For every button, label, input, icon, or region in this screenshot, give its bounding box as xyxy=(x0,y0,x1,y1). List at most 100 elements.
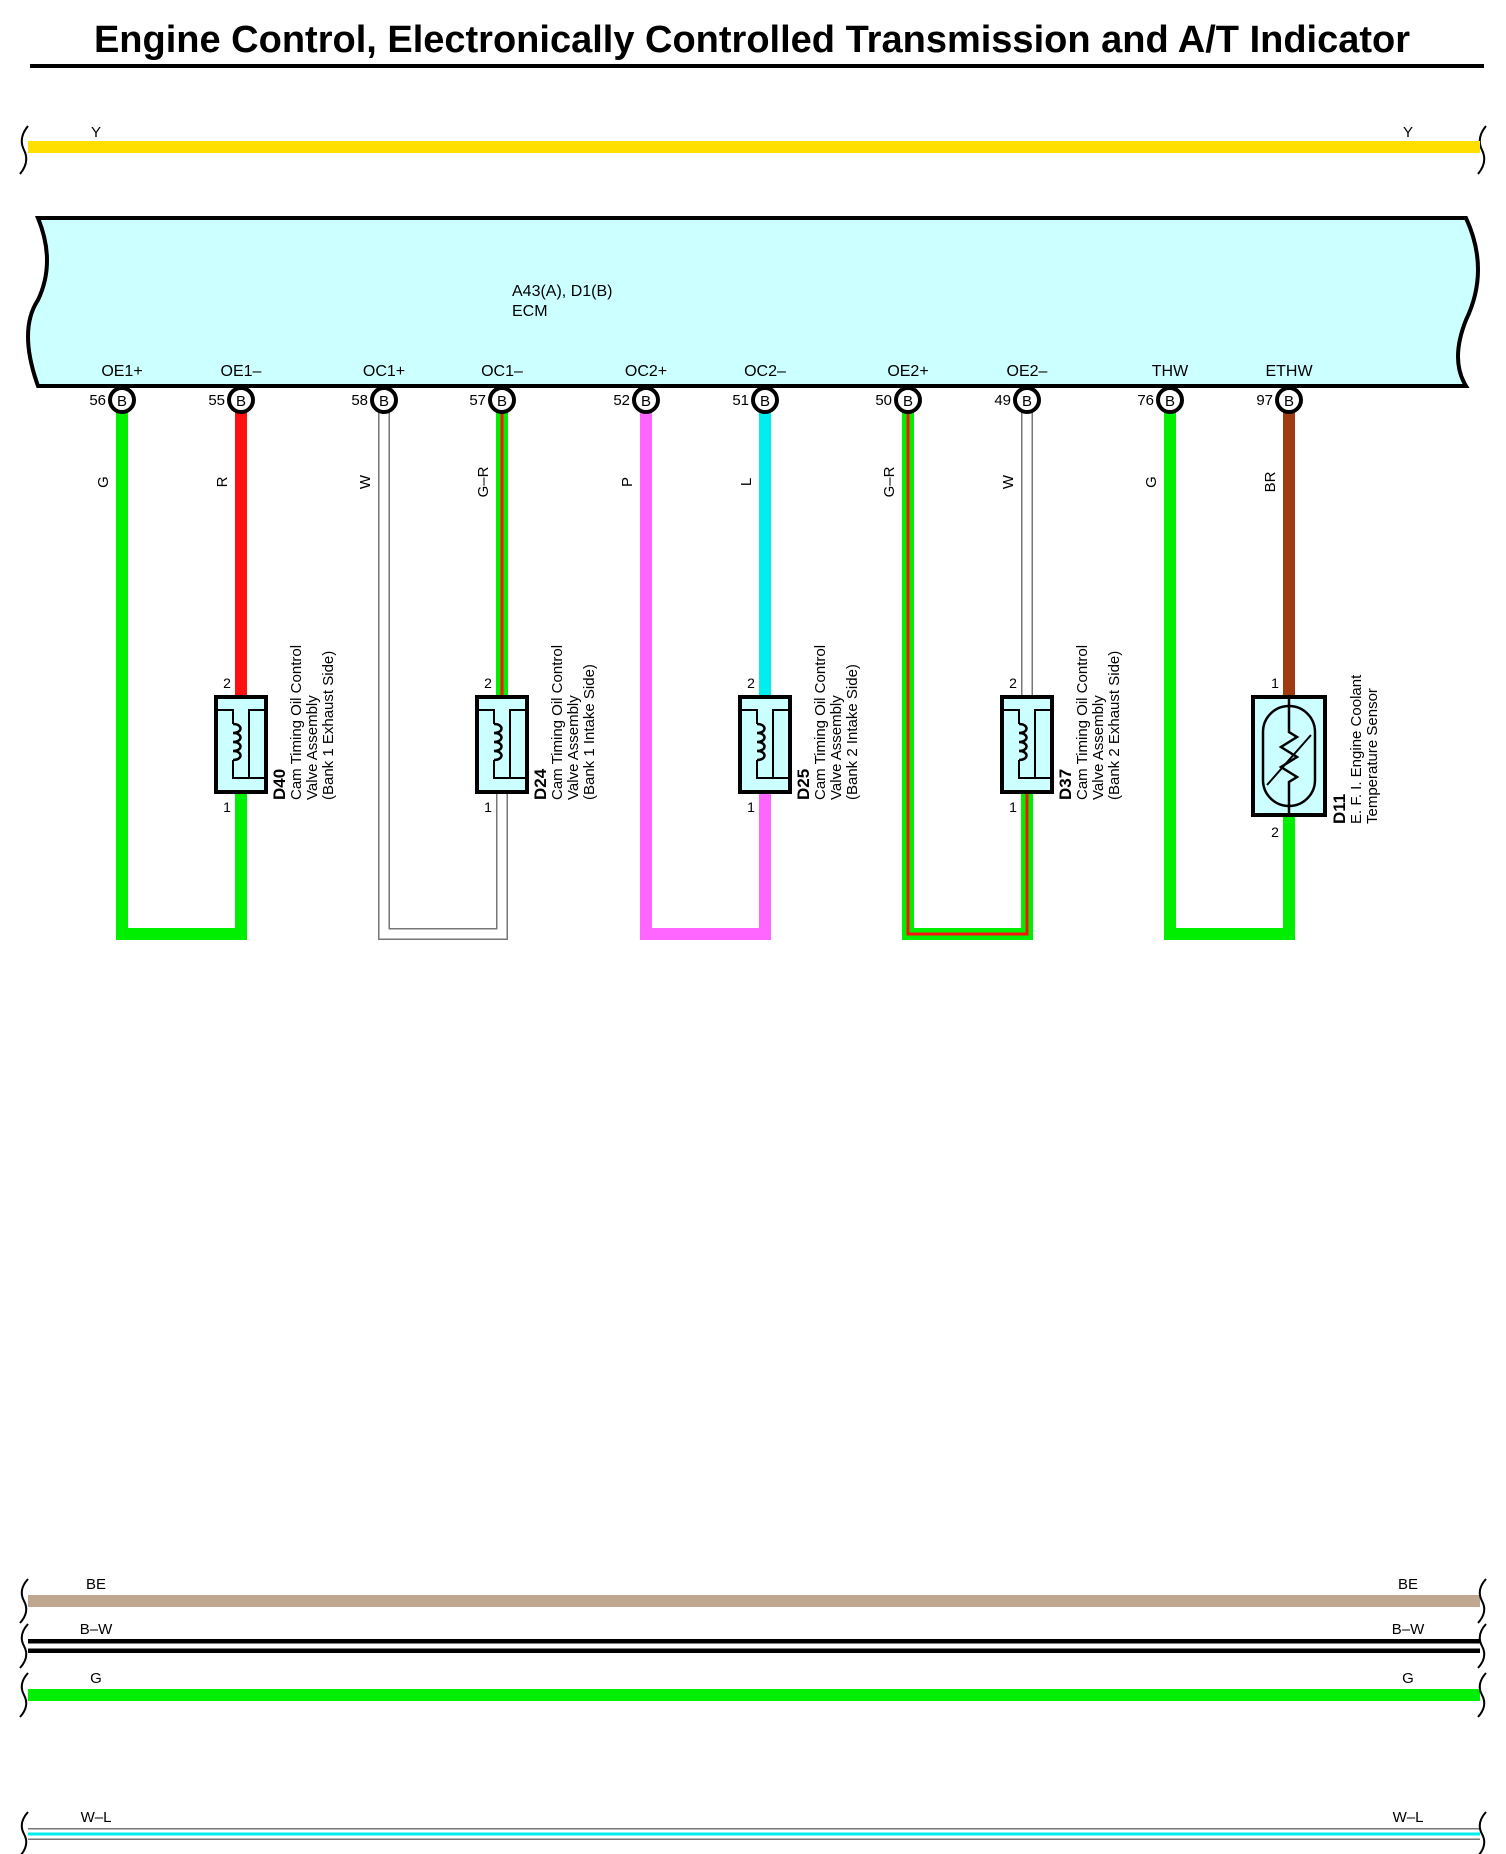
wire-color-label: R xyxy=(214,476,231,487)
wire-color-label: G xyxy=(1143,476,1160,488)
page-title: Engine Control, Electronically Controlle… xyxy=(94,19,1410,61)
pin-circle xyxy=(1275,386,1303,414)
component-pin-top: 2 xyxy=(1009,675,1017,691)
pin-signal-label: OE1– xyxy=(221,363,262,380)
component-desc: (Bank 2 Exhaust Side) xyxy=(1106,651,1123,800)
component-desc: Valve Assembly xyxy=(304,695,321,800)
pin-circle xyxy=(894,386,922,414)
bus-right-label: W–L xyxy=(1393,1809,1424,1826)
component-desc: Valve Assembly xyxy=(1090,695,1107,800)
bus-right-break xyxy=(1477,1672,1487,1718)
pin-circle xyxy=(108,386,136,414)
pin-connector-thw: B xyxy=(1156,386,1184,414)
bus-left-break xyxy=(20,1811,29,1854)
bus-right-label: BE xyxy=(1398,1576,1418,1593)
pin-connector-oc2p: B xyxy=(632,386,660,414)
component-desc: (Bank 2 Intake Side) xyxy=(844,664,861,800)
wire-color-label: P xyxy=(619,477,636,487)
component-desc: Valve Assembly xyxy=(565,695,582,800)
component-pin-top: 1 xyxy=(1271,675,1279,691)
component-pin-bottom: 1 xyxy=(223,799,231,815)
wire-thw xyxy=(1164,400,1295,940)
pin-number-label: 49 xyxy=(994,392,1011,409)
bus-left-break xyxy=(19,125,29,175)
bus-left-label: B–W xyxy=(80,1621,113,1638)
pin-oe2m: OE2– 49 xyxy=(994,363,1047,409)
component-desc: Valve Assembly xyxy=(828,695,845,800)
pin-number-label: 56 xyxy=(89,392,106,409)
pin-connector-oc1p: B xyxy=(370,386,398,414)
wire-color-label: W xyxy=(357,474,374,489)
wire-color-label: G–R xyxy=(881,466,898,497)
component-desc: Cam Timing Oil Control xyxy=(288,645,305,800)
component-pin-bottom: 1 xyxy=(484,799,492,815)
pin-signal-label: OE1+ xyxy=(101,363,142,380)
pin-connector-oe2p: B xyxy=(894,386,922,414)
pin-circle xyxy=(1013,386,1041,414)
pin-signal-label: OE2+ xyxy=(887,363,928,380)
component-pin-bottom: 1 xyxy=(747,799,755,815)
component-code: D37 xyxy=(1056,769,1075,800)
component-code: D24 xyxy=(531,768,550,800)
top-bus-left-label: Y xyxy=(91,124,101,141)
pin-connector-letter: B xyxy=(641,393,651,410)
coil-icon xyxy=(493,722,503,762)
pin-circle xyxy=(632,386,660,414)
pin-oe2p: OE2+ 50 xyxy=(875,363,928,409)
pin-oc1m: OC1–57 xyxy=(469,363,523,409)
bus-left-break xyxy=(19,1672,29,1718)
bus-right-label: B–W xyxy=(1392,1621,1425,1638)
wire-oe2p xyxy=(902,400,1033,940)
wire-oe1p xyxy=(116,400,247,940)
component-desc: (Bank 1 Exhaust Side) xyxy=(320,651,337,800)
component-pin-top: 2 xyxy=(223,675,231,691)
wire-oc1p xyxy=(378,400,508,940)
pin-circle xyxy=(227,386,255,414)
component-code: D40 xyxy=(270,769,289,800)
pin-signal-label: OC2+ xyxy=(625,363,667,380)
pin-connector-letter: B xyxy=(903,393,913,410)
bus-left-break xyxy=(19,1623,29,1669)
ecm-connector-ref: A43(A), D1(B) xyxy=(512,283,612,300)
pin-circle xyxy=(488,386,516,414)
pin-oc2p: OC2+ 52 xyxy=(613,363,667,409)
pin-signal-label: OC1– xyxy=(481,363,523,380)
component-pin-top: 2 xyxy=(747,675,755,691)
component-desc: Cam Timing Oil Control xyxy=(1074,645,1091,800)
pin-connector-letter: B xyxy=(1284,393,1294,410)
pin-signal-label: OE2– xyxy=(1007,363,1048,380)
pin-connector-letter: B xyxy=(497,393,507,410)
bus-right-break xyxy=(1477,1578,1487,1624)
pin-circle xyxy=(370,386,398,414)
pin-number-label: 55 xyxy=(208,392,225,409)
pin-number-label: 52 xyxy=(613,392,630,409)
coil-icon xyxy=(1018,722,1028,762)
pin-connector-letter: B xyxy=(760,393,770,410)
ecm-block: A43(A), D1(B) ECM xyxy=(26,216,1480,388)
pin-number-label: 51 xyxy=(732,392,749,409)
pin-signal-label: OC2– xyxy=(744,363,786,380)
bus-left-break xyxy=(19,1578,29,1624)
pin-number-label: 58 xyxy=(351,392,368,409)
pin-connector-oc2m: B xyxy=(751,386,779,414)
pin-oc2m: OC2– 51 xyxy=(732,363,786,409)
pin-connector-letter: B xyxy=(379,393,389,410)
pin-number-label: 50 xyxy=(875,392,892,409)
pin-connector-letter: B xyxy=(1165,393,1175,410)
pin-connector-letter: B xyxy=(1022,393,1032,410)
bus-right-label: G xyxy=(1402,1670,1414,1687)
bus-left-label: G xyxy=(90,1670,102,1687)
pin-connector-ethw: B xyxy=(1275,386,1303,414)
component-code: D11 xyxy=(1330,794,1349,824)
wire-color-label: G xyxy=(95,476,112,488)
coil-icon xyxy=(756,722,766,762)
bus-bw: B–W B–W xyxy=(19,1621,1487,1669)
